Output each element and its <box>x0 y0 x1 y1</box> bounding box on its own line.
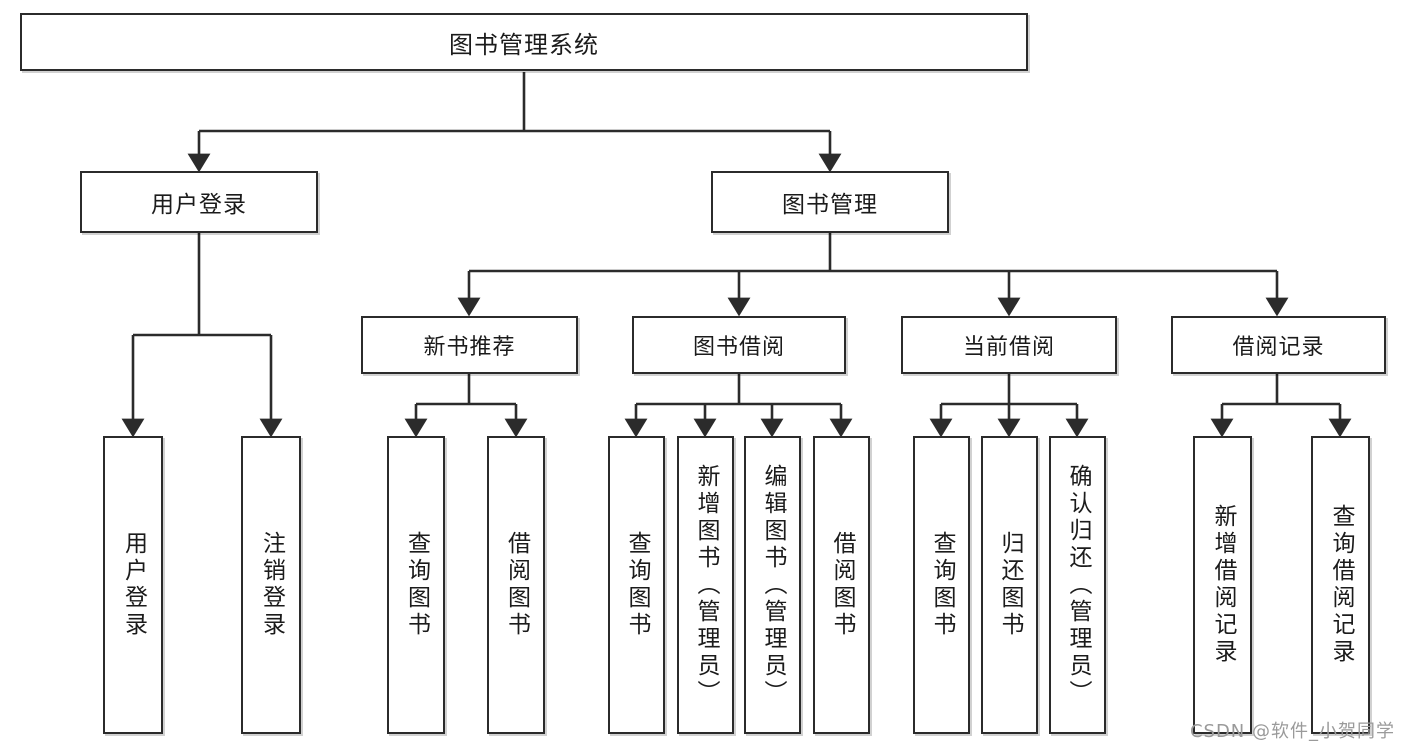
node-new-book-recommend[interactable]: 新书推荐 <box>361 316 578 374</box>
leaf-current-borrow-return[interactable]: 归还图书 <box>981 436 1038 734</box>
node-current-borrow-label: 当前借阅 <box>962 335 1055 360</box>
node-user-login[interactable]: 用户登录 <box>80 171 318 233</box>
leaf-new-book-query-label: 查询图书 <box>403 531 430 639</box>
node-root[interactable]: 图书管理系统 <box>20 13 1028 71</box>
node-book-management-label: 图书管理 <box>782 192 878 218</box>
leaf-user-login-signin-label: 用户登录 <box>120 531 147 639</box>
node-root-label: 图书管理系统 <box>449 30 599 59</box>
node-borrow-record-label: 借阅记录 <box>1232 335 1325 360</box>
leaf-current-borrow-confirm-label: 确认归还（管理员） <box>1065 463 1091 707</box>
node-borrow-record[interactable]: 借阅记录 <box>1171 316 1386 374</box>
leaf-new-book-borrow[interactable]: 借阅图书 <box>487 436 545 734</box>
leaf-borrow-record-query-label: 查询借阅记录 <box>1328 504 1354 666</box>
leaf-book-borrow-edit[interactable]: 编辑图书（管理员） <box>744 436 801 734</box>
leaf-book-borrow-query-label: 查询图书 <box>624 531 650 639</box>
leaf-new-book-borrow-label: 借阅图书 <box>503 531 530 639</box>
leaf-current-borrow-query[interactable]: 查询图书 <box>913 436 970 734</box>
leaf-book-borrow-add-label: 新增图书（管理员） <box>693 463 719 707</box>
leaf-user-login-signin[interactable]: 用户登录 <box>103 436 163 734</box>
node-user-login-label: 用户登录 <box>151 192 247 218</box>
node-book-borrow-label: 图书借阅 <box>692 335 785 360</box>
leaf-book-borrow-add[interactable]: 新增图书（管理员） <box>677 436 734 734</box>
leaf-current-borrow-query-label: 查询图书 <box>929 531 955 639</box>
leaf-borrow-record-add[interactable]: 新增借阅记录 <box>1193 436 1252 734</box>
leaf-book-borrow-edit-label: 编辑图书（管理员） <box>760 463 786 707</box>
leaf-book-borrow-borrow-label: 借阅图书 <box>829 531 855 639</box>
leaf-borrow-record-query[interactable]: 查询借阅记录 <box>1311 436 1370 734</box>
leaf-borrow-record-add-label: 新增借阅记录 <box>1210 504 1236 666</box>
node-book-management[interactable]: 图书管理 <box>711 171 949 233</box>
leaf-current-borrow-return-label: 归还图书 <box>997 531 1023 639</box>
node-current-borrow[interactable]: 当前借阅 <box>901 316 1117 374</box>
leaf-book-borrow-borrow[interactable]: 借阅图书 <box>813 436 870 734</box>
node-new-book-recommend-label: 新书推荐 <box>423 335 516 360</box>
leaf-book-borrow-query[interactable]: 查询图书 <box>608 436 665 734</box>
leaf-current-borrow-confirm[interactable]: 确认归还（管理员） <box>1049 436 1106 734</box>
leaf-user-login-signout[interactable]: 注销登录 <box>241 436 301 734</box>
leaf-new-book-query[interactable]: 查询图书 <box>387 436 445 734</box>
leaf-user-login-signout-label: 注销登录 <box>258 531 285 639</box>
node-book-borrow[interactable]: 图书借阅 <box>632 316 846 374</box>
